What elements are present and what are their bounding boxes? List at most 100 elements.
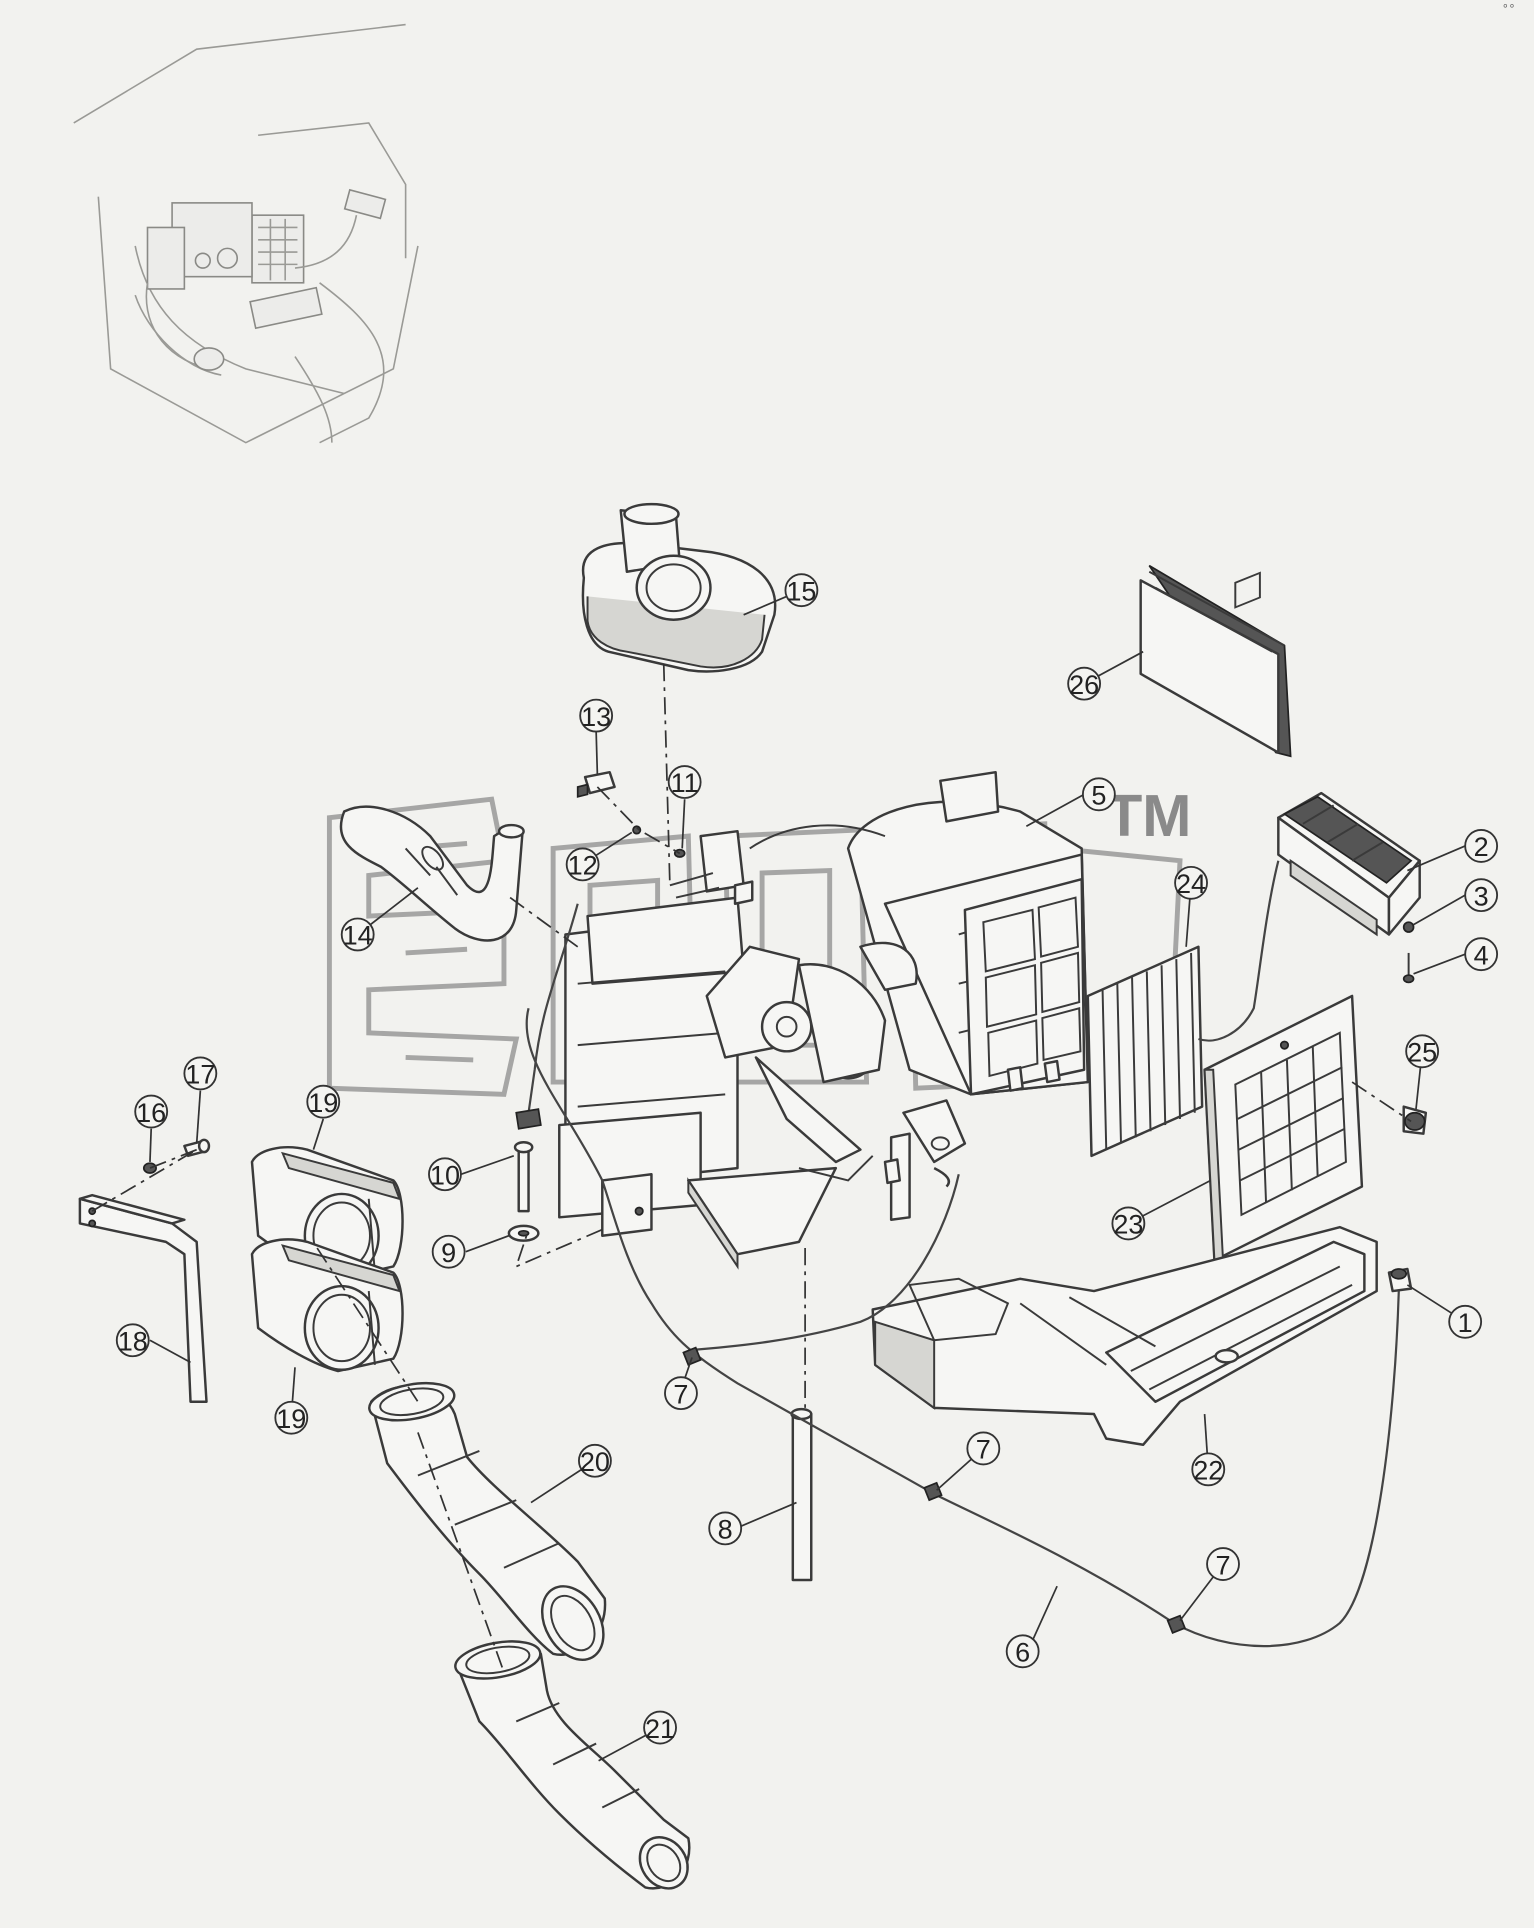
callout-number: 14 [343,921,373,951]
callout-c3: 3 [1464,878,1499,913]
callout-c21: 21 [643,1710,677,1745]
part-24-heater-core [1086,945,1204,1158]
part-2-control-panel [1277,791,1421,937]
corner-mark: °° [1502,2,1515,15]
callout-number: 24 [1176,869,1206,899]
callout-circle [134,1094,169,1129]
callout-number: 19 [308,1088,338,1118]
callout-c1: 1 [1448,1304,1483,1339]
part-8-drain-tube [790,1407,813,1582]
callout-c9: 9 [431,1234,466,1269]
part-18-bracket [78,1193,208,1403]
callout-circle [1405,1034,1440,1069]
part-connector-plug [515,1108,542,1130]
callout-number: 4 [1474,940,1489,970]
callout-circle [708,1511,743,1546]
callout-labels: 1234567778910111213141516171819192021222… [115,573,1499,1745]
callout-circle [431,1234,466,1269]
callout-c5: 5 [1081,777,1116,812]
callout-number: 26 [1069,670,1099,700]
part-19-lower-outlet [250,1238,404,1373]
callout-number: 23 [1113,1210,1143,1240]
callout-number: 15 [786,576,816,606]
callout-c17: 17 [183,1056,218,1091]
callout-circle [1005,1634,1040,1669]
callout-circle [1464,937,1499,972]
callout-circle [1206,1547,1240,1581]
callout-circle [1464,829,1499,863]
callout-circle [667,765,702,799]
callout-c10: 10 [428,1157,462,1192]
part-25-knob [1402,1105,1428,1135]
part-7-clip-a [682,1346,702,1366]
callout-c11: 11 [667,765,702,799]
callout-circle [1174,865,1208,900]
part-16-nut [142,1162,157,1174]
part-26-filter [1139,564,1292,758]
callout-circle [1067,666,1102,701]
part-20-flex-duct [368,1381,607,1661]
callout-c24: 24 [1174,865,1208,900]
callout-number: 5 [1091,781,1106,811]
part-23-grille [1203,571,1364,1262]
callout-c18: 18 [115,1323,150,1358]
callout-number: 17 [185,1060,215,1090]
callout-number: 10 [430,1160,460,1190]
callout-number: 3 [1474,881,1489,911]
callout-c26: 26 [1067,666,1102,701]
locator-inset [73,23,419,444]
part-1-connector [1387,1267,1413,1293]
part-14-hose [339,805,525,942]
callout-c25: 25 [1405,1034,1440,1069]
callout-c20: 20 [578,1443,612,1478]
callout-number: 7 [673,1379,688,1409]
callout-circle [1111,1206,1146,1241]
callout-number: 25 [1407,1038,1437,1068]
part-4-screw [1402,952,1415,984]
callout-number: 9 [441,1238,456,1268]
callout-c13: 13 [579,698,614,733]
callout-circle [1081,777,1116,812]
callout-circle [579,698,614,733]
callout-number: 2 [1474,832,1489,862]
callout-c12: 12 [565,847,600,882]
callout-c19a: 19 [306,1084,341,1119]
part-5-heater-unit [558,770,1090,1270]
callout-circle [183,1056,218,1091]
callout-circle [643,1710,677,1745]
callout-circle [306,1084,341,1119]
callout-c22: 22 [1191,1452,1226,1487]
part-15-air-intake-duct [581,502,777,673]
callout-c23: 23 [1111,1206,1146,1241]
callout-number: 11 [671,768,699,798]
callout-circle [784,573,819,608]
callout-circle [565,847,600,882]
callout-circle [966,1431,1001,1466]
callout-circle [274,1400,309,1435]
callout-c14: 14 [340,917,375,952]
assembly-lines [91,663,1412,1673]
callout-number: 18 [118,1326,148,1356]
part-7-clip-b [923,1481,943,1502]
callout-c7c: 7 [1206,1547,1240,1581]
callout-circle [1191,1452,1226,1487]
part-21-flex-duct [454,1640,691,1890]
callout-number: 13 [581,702,611,732]
callout-number: 7 [1215,1550,1230,1580]
callout-c2: 2 [1464,829,1499,863]
part-10-bolt [513,1141,534,1213]
part-9-washer [507,1224,540,1242]
part-6-wire-harness [525,860,1400,1648]
callout-c8: 8 [708,1511,743,1546]
callout-circle [578,1443,612,1478]
callout-c4: 4 [1464,937,1499,972]
watermark-tm: TM [1106,783,1191,849]
callout-number: 22 [1193,1456,1223,1486]
callout-number: 21 [645,1714,675,1744]
callout-c6: 6 [1005,1634,1040,1669]
callout-c7b: 7 [966,1431,1001,1466]
callout-number: 16 [136,1098,166,1128]
callout-number: 8 [718,1515,733,1545]
